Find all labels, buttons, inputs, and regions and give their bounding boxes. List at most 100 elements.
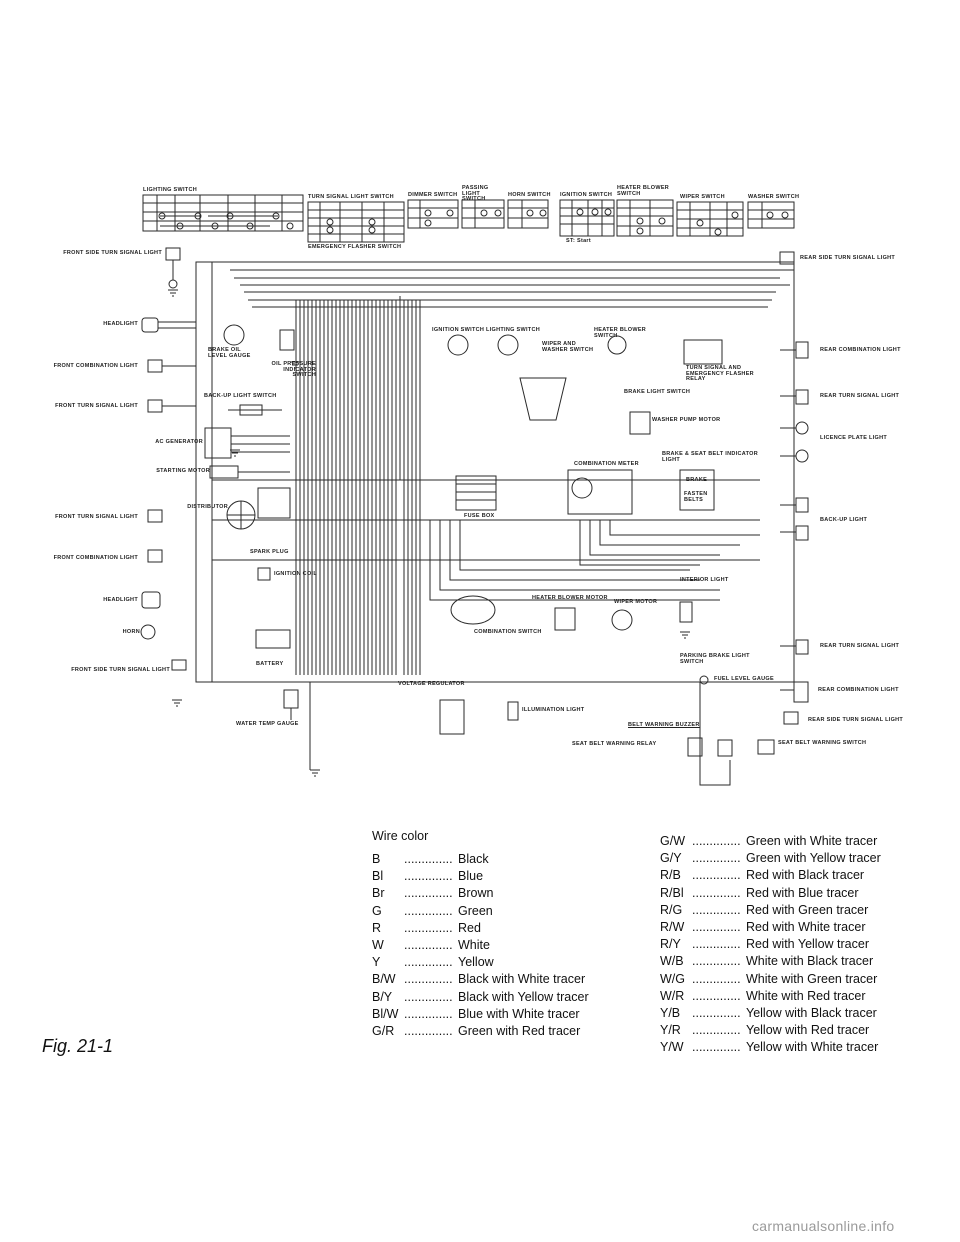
legend-left-code: R — [372, 920, 382, 935]
label-brake-word: BRAKE — [686, 477, 708, 483]
label-rear-turn-2: REAR TURN SIGNAL LIGHT — [820, 643, 900, 649]
legend-left-meaning: Yellow — [458, 955, 494, 970]
legend-left-meaning: Red — [458, 920, 481, 935]
switch-table-turn-signal — [307, 201, 405, 243]
label-turn-signal-relay: TURN SIGNAL AND EMERGENCY FLASHER RELAY — [686, 365, 754, 382]
label-fuse-box: FUSE BOX — [464, 513, 495, 519]
legend-left-meaning: Brown — [458, 886, 494, 901]
center-components — [439, 334, 775, 757]
legend-right-meaning: Green with Yellow tracer — [746, 851, 881, 866]
legend-right-dots: .............. — [692, 954, 740, 969]
legend-left-code: B/Y — [372, 989, 393, 1004]
label-front-combination-2: FRONT COMBINATION LIGHT — [53, 555, 138, 561]
label-parking-brake-switch: PARKING BRAKE LIGHT SWITCH — [680, 653, 750, 665]
label-lighting-switch-center: LIGHTING SWITCH — [486, 327, 540, 333]
label-brake-oil-gauge: BRAKE OIL LEVEL GAUGE — [208, 347, 251, 359]
label-ignition-switch-center: IGNITION SWITCH — [432, 327, 485, 333]
legend-left-meaning: Black — [458, 852, 489, 866]
switch-table-horn — [507, 199, 549, 229]
label-rear-turn-1: REAR TURN SIGNAL LIGHT — [820, 393, 900, 399]
legend-left-code: Bl — [372, 869, 384, 884]
legend-right-code: W/R — [660, 988, 685, 1003]
label-water-temp: WATER TEMP GAUGE — [236, 721, 299, 727]
legend-left-code: Y — [372, 955, 381, 970]
label-front-combination-1: FRONT COMBINATION LIGHT — [53, 363, 138, 369]
label-voltage-regulator: VOLTAGE REGULATOR — [398, 681, 465, 687]
legend-right-dots: .............. — [692, 971, 740, 986]
legend-right-code: R/B — [660, 868, 681, 883]
label-back-up-switch: BACK-UP LIGHT SWITCH — [204, 393, 277, 399]
legend-right-meaning: Red with Yellow tracer — [746, 937, 869, 952]
figure-label: Fig. 21-1 — [42, 1036, 114, 1056]
label-headlight-1: HEADLIGHT — [103, 321, 138, 327]
legend-right-meaning: Red with Green tracer — [746, 902, 869, 917]
legend-left-meaning: Green — [458, 903, 493, 918]
legend-right-code: W/B — [660, 954, 684, 969]
legend-right-meaning: Red with Black tracer — [746, 868, 865, 883]
switch-table-washer — [747, 201, 795, 229]
label-licence-plate: LICENCE PLATE LIGHT — [820, 435, 888, 441]
legend-right-meaning: Red with Blue tracer — [746, 885, 859, 900]
label-rear-combination-2: REAR COMBINATION LIGHT — [818, 687, 899, 693]
title-passing-switch: PASSING LIGHT SWITCH — [462, 185, 489, 202]
label-brake-light-switch: BRAKE LIGHT SWITCH — [624, 389, 691, 395]
title-dimmer-switch: DIMMER SWITCH — [408, 192, 458, 198]
legend-right-dots: .............. — [692, 851, 740, 866]
ground-symbols — [168, 289, 690, 777]
label-washer-pump: WASHER PUMP MOTOR — [652, 417, 721, 423]
legend-left-meaning: Blue — [458, 869, 484, 884]
legend-right-dots: .............. — [692, 1040, 740, 1055]
title-heater-blower-switch: HEATER BLOWER SWITCH — [617, 185, 670, 197]
title-st-start: ST: Start — [566, 238, 592, 244]
legend-right-code: R/G — [660, 902, 683, 917]
legend-left-dots: .............. — [404, 886, 452, 901]
label-rear-combination-1: REAR COMBINATION LIGHT — [820, 347, 901, 353]
legend-right-meaning: White with Red tracer — [746, 988, 866, 1003]
label-horn: HORN — [122, 629, 140, 635]
label-wiper-motor: WIPER MOTOR — [614, 599, 658, 605]
label-combination-switch: COMBINATION SWITCH — [474, 629, 542, 635]
legend-right-dots: .............. — [692, 885, 740, 900]
label-fuel-level-gauge: FUEL LEVEL GAUGE — [714, 676, 774, 682]
label-rear-side-turn-2: REAR SIDE TURN SIGNAL LIGHT — [808, 717, 904, 723]
label-ac-generator: AC GENERATOR — [155, 439, 203, 445]
legend-right-meaning: Green with White tracer — [746, 834, 878, 848]
legend-left-meaning: White — [458, 938, 490, 952]
legend-left-code: Bl/W — [372, 1006, 399, 1021]
label-headlight-2: HEADLIGHT — [103, 597, 138, 603]
legend-right-code: Y/W — [660, 1040, 684, 1055]
label-front-side-turn-2: FRONT SIDE TURN SIGNAL LIGHT — [71, 667, 170, 673]
title-horn-switch: HORN SWITCH — [508, 192, 551, 198]
label-brake-seat-indicator: BRAKE & SEAT BELT INDICATOR LIGHT — [662, 451, 758, 463]
legend-left-code: B/W — [372, 972, 396, 987]
label-rear-side-turn-1: REAR SIDE TURN SIGNAL LIGHT — [800, 255, 896, 261]
title-wiper-switch: WIPER SWITCH — [680, 194, 725, 200]
harness-frame — [195, 261, 795, 683]
legend-right-meaning: White with Green tracer — [746, 971, 878, 986]
legend-right-dots: .............. — [692, 1006, 740, 1020]
label-spark-plug: SPARK PLUG — [250, 549, 289, 555]
label-belt-warning-buzzer: BELT WARNING BUZZER — [628, 722, 700, 728]
switch-table-dimmer — [407, 199, 459, 229]
wire-bundle — [212, 300, 760, 675]
label-heater-blower-center: HEATER BLOWER SWITCH — [594, 327, 647, 339]
legend-left-code: Br — [372, 886, 385, 901]
legend-right-code: R/W — [660, 920, 685, 934]
label-seat-belt-relay: SEAT BELT WARNING RELAY — [572, 741, 657, 747]
switch-table-heater — [616, 199, 674, 237]
legend-title: Wire color — [372, 829, 429, 843]
legend-right-dots: .............. — [692, 920, 740, 934]
legend-right-dots: .............. — [692, 868, 740, 883]
label-front-turn-2: FRONT TURN SIGNAL LIGHT — [55, 514, 138, 520]
legend-left-dots: .............. — [404, 903, 452, 918]
legend-left-code: W — [372, 938, 384, 952]
label-battery: BATTERY — [256, 661, 284, 667]
legend-left-code: B — [372, 852, 381, 866]
legend-right-meaning: Yellow with White tracer — [746, 1040, 879, 1055]
label-fasten-belts: FASTEN BELTS — [684, 491, 708, 503]
legend-left-dots: .............. — [404, 1024, 452, 1038]
title-ignition-switch: IGNITION SWITCH — [560, 192, 613, 198]
label-ignition-coil: IGNITION COIL — [274, 571, 318, 577]
legend-right-code: W/G — [660, 971, 685, 986]
label-illumination-light: ILLUMINATION LIGHT — [522, 707, 585, 713]
